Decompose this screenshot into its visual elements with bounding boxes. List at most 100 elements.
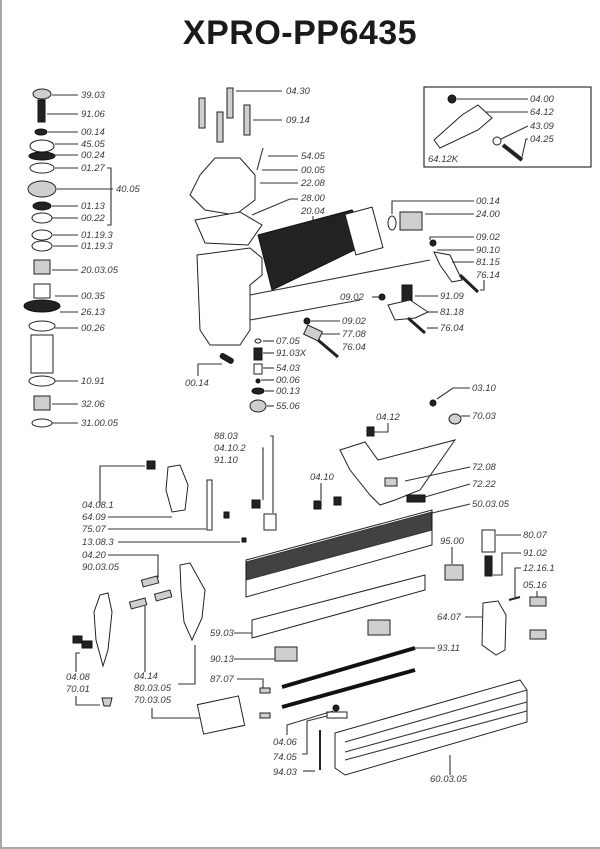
part-70-01-cap [101, 697, 113, 707]
part-31-00-05 [31, 418, 53, 428]
part-39-03 [32, 88, 52, 100]
label-04-20: 04.20 [82, 550, 106, 561]
label-87-07: 87.07 [210, 674, 234, 685]
label-90-13: 90.13 [210, 654, 234, 665]
label-64-07: 64.07 [437, 612, 461, 623]
part-64-09 [165, 464, 189, 513]
bolt-09-14-c [243, 104, 251, 136]
bracket-assembly [313, 399, 462, 510]
label-91-03x: 91.03X [276, 348, 307, 359]
part-91-10 [223, 511, 230, 519]
part-09-02-a [429, 239, 437, 247]
part-81-15-trigger [433, 251, 463, 283]
label-43-09: 43.09 [530, 121, 554, 132]
label-70-03-05: 70.03.05 [134, 695, 172, 706]
magazine-assembly [245, 509, 433, 719]
label-90-10: 90.10 [476, 245, 500, 256]
part-90-13-b [367, 619, 391, 636]
label-03-10: 03.10 [472, 383, 496, 394]
label-40-05: 40.05 [116, 184, 140, 195]
part-60-03-05-rail [334, 679, 528, 776]
label-81-18: 81.18 [440, 307, 464, 318]
part-cylinder [30, 334, 54, 374]
label-00-24: 00.24 [81, 150, 105, 161]
label-91-02: 91.02 [523, 548, 547, 559]
label-09-02-c: 09.02 [342, 316, 366, 327]
leader-lines-nose [75, 606, 200, 719]
part-40-05-body [27, 180, 57, 198]
label-00-35: 00.35 [81, 291, 105, 302]
part-88-03 [263, 513, 277, 531]
label-72-08: 72.08 [472, 462, 496, 473]
label-00-05: 00.05 [301, 165, 325, 176]
label-00-26: 00.26 [81, 323, 105, 334]
label-31-00-05: 31.00.05 [81, 418, 119, 429]
head-valve-parts [219, 317, 339, 413]
part-04-10-screw-a [313, 500, 322, 510]
part-55-06 [249, 399, 267, 413]
label-76-04-a: 76.04 [440, 323, 464, 334]
leader-lines-pusher [451, 534, 538, 618]
label-26-13: 26.13 [80, 307, 105, 318]
housing-head [196, 247, 263, 346]
part-04-12-screw [366, 426, 375, 437]
label-24-00: 24.00 [475, 209, 500, 220]
part-50-03-05-ribs [245, 511, 433, 581]
part-54-05-screw [256, 147, 264, 171]
part-20-03-05 [33, 259, 51, 275]
part-00-14 [34, 128, 48, 136]
part-01-19-3-a [31, 229, 53, 241]
part-76-14-pin [458, 273, 480, 294]
label-00-14-seal: 00.14 [185, 378, 209, 389]
top-cap-assembly [189, 87, 264, 246]
label-91-10: 91.10 [214, 455, 238, 466]
leader-lines-top [236, 90, 314, 228]
part-93-11-rod-a [281, 646, 416, 689]
label-32-06: 32.06 [81, 399, 105, 410]
part-04-10-screw-b [333, 496, 342, 506]
label-09-02-b: 09.02 [340, 292, 364, 303]
label-60-03-05: 60.03.05 [430, 774, 468, 785]
part-09-02-c [303, 317, 311, 325]
part-76-04-pin [407, 316, 426, 335]
label-09-02-a: 09.02 [476, 232, 500, 243]
part-91-03x-spring [253, 347, 263, 361]
bolt-09-14-b [216, 111, 224, 143]
label-39-03: 39.03 [81, 90, 105, 101]
part-76-04-pin-b [317, 338, 339, 359]
label-80-03-05: 80.03.05 [134, 683, 172, 694]
part-59-03-strips [251, 574, 426, 639]
part-13-08-3 [241, 537, 247, 543]
part-00-14-oring [387, 215, 397, 231]
label-75-07: 75.07 [82, 524, 106, 535]
part-01-13 [32, 201, 52, 211]
label-54-05: 54.05 [301, 151, 325, 162]
part-80-07 [481, 529, 496, 553]
inset-64-12k [423, 86, 592, 168]
part-00-26 [28, 320, 56, 332]
label-22-08: 22.08 [300, 178, 325, 189]
label-64-12: 64.12 [530, 107, 554, 118]
part-01-27 [29, 162, 55, 174]
part-87-07-a [259, 687, 271, 694]
part-43-09 [492, 136, 502, 146]
label-45-05: 45.05 [81, 139, 105, 150]
label-59-03: 59.03 [210, 628, 234, 639]
part-00-06 [255, 378, 261, 384]
label-04-25: 04.25 [530, 134, 554, 145]
bolt-09-14-a [198, 97, 206, 129]
part-93-11-rod-b [281, 668, 416, 709]
part-87-07-b [259, 712, 271, 719]
label-95-00: 95.00 [440, 536, 464, 547]
trigger-assembly [378, 211, 480, 335]
label-72-22: 72.22 [472, 479, 496, 490]
leader-lines-latch [99, 435, 274, 578]
label-00-06: 00.06 [276, 375, 300, 386]
inset-label-64-12k: 64.12K [428, 154, 459, 165]
label-09-14: 09.14 [286, 115, 310, 126]
part-95-00 [444, 564, 464, 581]
part-64-07 [481, 600, 507, 656]
valve-stack [23, 88, 61, 428]
